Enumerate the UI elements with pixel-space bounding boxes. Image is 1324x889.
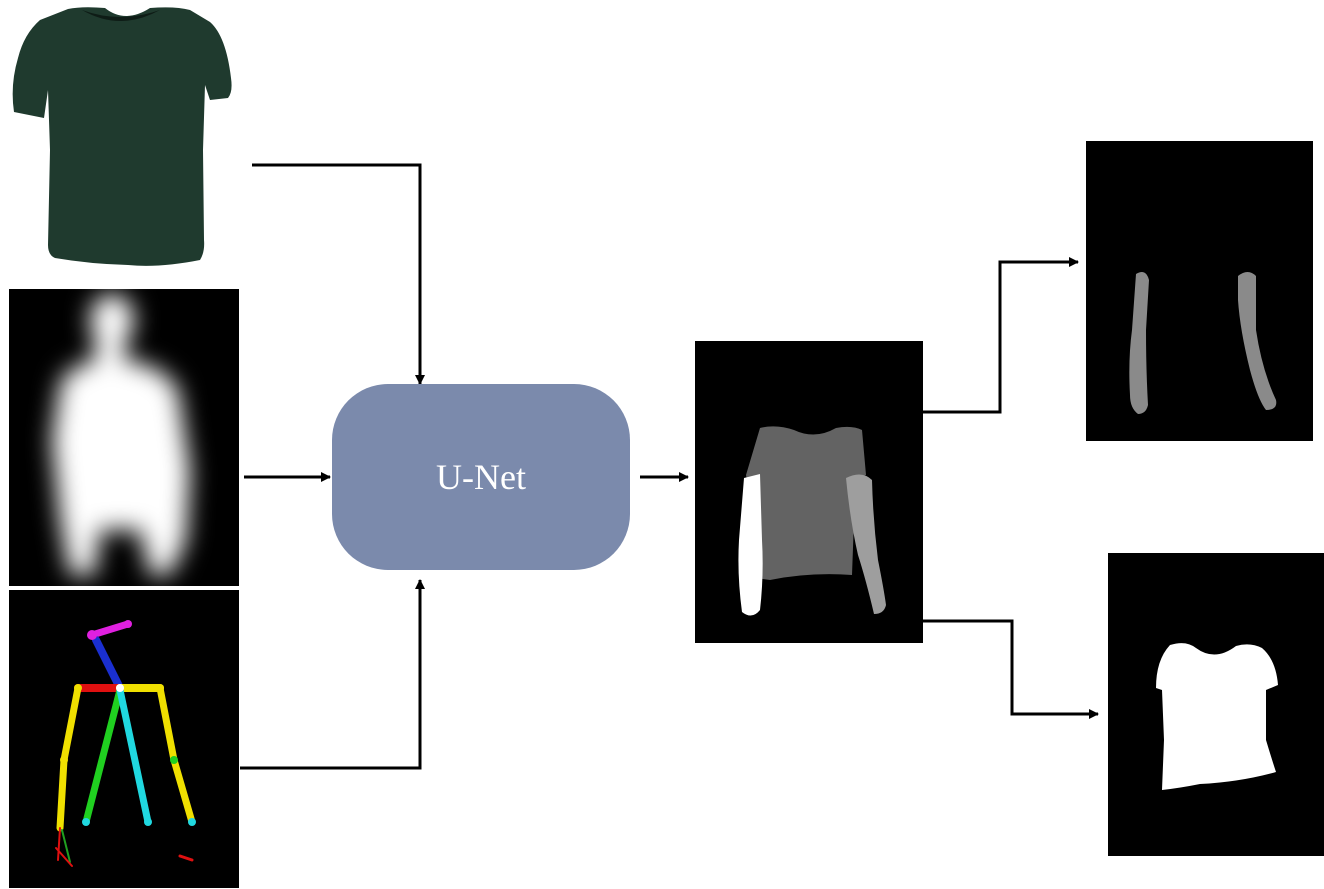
body-shape-map [9,289,239,590]
segmentation-map [695,341,923,643]
pose-to-unet-arrow [240,579,425,770]
garment-to-unet-arrow [252,163,425,385]
t-shirt-icon [12,7,232,266]
segmentation-to-arm-mask-arrow [923,257,1079,414]
arm-mask [1086,141,1313,441]
skeleton-icon [55,620,196,867]
garment-mask [1108,553,1324,856]
segmentation-to-garment-mask-arrow [923,619,1099,719]
pose-keypoints [9,590,239,888]
collar-inner [82,10,160,21]
unet-block [332,384,630,570]
garment-image [12,7,232,266]
